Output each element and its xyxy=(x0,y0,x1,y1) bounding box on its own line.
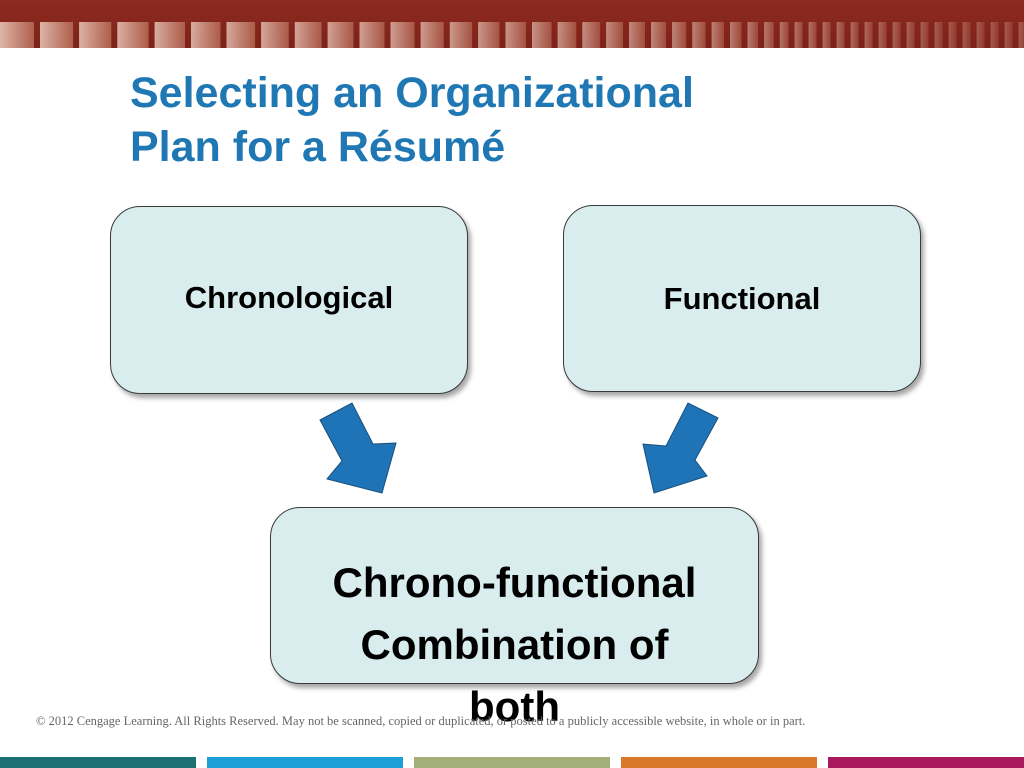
chrono-functional-text: Chrono-functional Combination of both xyxy=(271,552,758,738)
banner-tile xyxy=(40,22,74,48)
banner-tile xyxy=(794,22,803,48)
chronological-label: Chronological xyxy=(184,280,394,315)
right-arrow xyxy=(642,402,719,494)
banner-tile xyxy=(822,22,831,48)
copyright-footer: © 2012 Cengage Learning. All Rights Rese… xyxy=(36,714,806,728)
bottom-bar-1 xyxy=(0,757,196,768)
banner-tile xyxy=(0,22,34,48)
banner-tile xyxy=(226,22,256,48)
title-line-2: Plan for a Résumé xyxy=(130,123,506,171)
banner-tile xyxy=(359,22,385,48)
banner-tile xyxy=(672,22,687,48)
banner-tile xyxy=(764,22,774,48)
banner-tile xyxy=(779,22,789,48)
banner-pattern xyxy=(0,22,1024,48)
functional-label: Functional xyxy=(663,280,821,316)
banner-tile xyxy=(651,22,667,48)
banner-tile xyxy=(948,22,957,48)
banner-tile xyxy=(976,22,985,48)
banner-tile xyxy=(850,22,859,48)
banner-tile xyxy=(294,22,322,48)
banner-tile xyxy=(747,22,759,48)
banner-tile xyxy=(892,22,901,48)
banner-tile xyxy=(692,22,706,48)
banner-tile xyxy=(836,22,845,48)
banner-tile xyxy=(261,22,289,48)
banner-tile xyxy=(327,22,354,48)
bottom-line-2: Combination of xyxy=(360,621,669,668)
banner-tile xyxy=(117,22,149,48)
chrono-functional-box: Chrono-functional Combination of both xyxy=(270,507,759,730)
chronological-box: Chronological xyxy=(110,206,468,394)
banner-tile xyxy=(449,22,473,48)
banner-tile xyxy=(420,22,444,48)
banner-tile xyxy=(934,22,943,48)
bottom-line-1: Chrono-functional xyxy=(332,559,697,606)
slide-title: Selecting an Organizational Plan for a R… xyxy=(130,66,850,174)
banner-tile xyxy=(557,22,577,48)
banner-tile xyxy=(920,22,929,48)
top-banner xyxy=(0,0,1024,48)
banner-tile xyxy=(990,22,999,48)
banner-tile xyxy=(878,22,887,48)
banner-tile xyxy=(191,22,221,48)
banner-tile xyxy=(390,22,415,48)
bottom-bar-3 xyxy=(414,757,610,768)
bottom-line-3: both xyxy=(469,683,560,730)
banner-tile xyxy=(730,22,742,48)
banner-tile xyxy=(532,22,552,48)
banner-tile xyxy=(606,22,623,48)
banner-tile xyxy=(1004,22,1013,48)
banner-tile xyxy=(906,22,915,48)
banner-tile xyxy=(629,22,645,48)
banner-tile xyxy=(962,22,971,48)
banner-tile xyxy=(808,22,817,48)
bottom-bar-2 xyxy=(207,757,403,768)
banner-tile xyxy=(711,22,724,48)
title-line-1: Selecting an Organizational xyxy=(130,69,694,117)
banner-tile xyxy=(505,22,526,48)
functional-box: Functional xyxy=(563,205,921,392)
banner-tile xyxy=(1018,22,1024,48)
banner-tile xyxy=(154,22,185,48)
banner-tile xyxy=(864,22,873,48)
banner-tile xyxy=(478,22,500,48)
banner-tile xyxy=(79,22,112,48)
banner-tile xyxy=(582,22,601,48)
left-arrow xyxy=(319,402,397,494)
bottom-bar-5 xyxy=(828,757,1024,768)
bottom-bar-4 xyxy=(621,757,817,768)
